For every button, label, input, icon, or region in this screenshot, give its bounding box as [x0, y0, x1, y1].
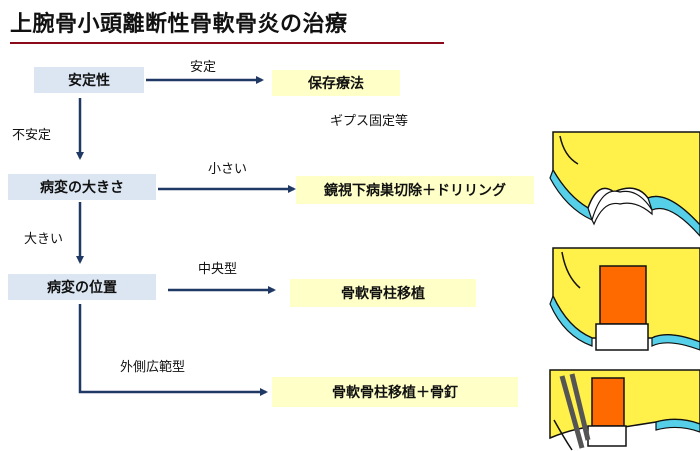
note-cast-immobilization: ギプス固定等 [330, 114, 409, 129]
page-title: 上腕骨小頭離断性骨軟骨炎の治療 [10, 12, 348, 37]
lesion-location-box: 病変の位置 [8, 274, 156, 300]
label-large: 大きい [24, 232, 64, 247]
label-lateral: 外側広範型 [120, 360, 186, 375]
osteochondral-graft-box: 骨軟骨柱移植 [290, 279, 476, 307]
arrow-lateral [78, 304, 268, 396]
stability-box: 安定性 [34, 67, 144, 93]
graft-peg-illustration [549, 369, 700, 451]
arthroscopic-drilling-box: 鏡視下病巣切除＋ドリリング [296, 176, 534, 204]
conservative-treatment-box: 保存療法 [272, 70, 400, 96]
title-underline [10, 42, 444, 44]
graft-and-bone-peg-box: 骨軟骨柱移植＋骨釘 [272, 377, 518, 407]
label-stable: 安定 [190, 60, 217, 75]
label-unstable: 不安定 [12, 128, 52, 143]
label-small: 小さい [208, 162, 248, 177]
central-graft-illustration [549, 247, 700, 351]
drilling-illustration [549, 131, 700, 237]
label-central: 中央型 [198, 262, 238, 277]
lesion-size-box: 病変の大きさ [8, 174, 156, 200]
